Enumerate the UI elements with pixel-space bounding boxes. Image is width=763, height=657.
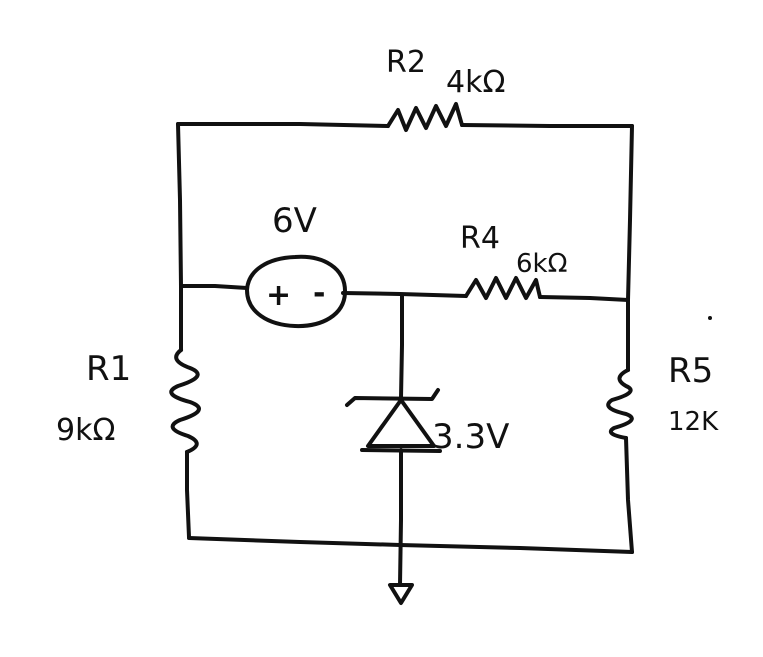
resistor-icon-r1 [169,348,201,454]
r5-value-label: 12K [668,407,719,437]
wire-mid-right [538,295,630,302]
r4-name-label: R4 [460,221,500,256]
wire-right-upper [626,124,634,372]
wire-top-left [176,122,390,128]
wire-mid-left [179,284,249,290]
wire-zener-bottom [398,448,403,587]
resistor-icon-r4 [464,276,542,300]
zener-diode-triangle [366,398,436,448]
r4-value-label: 6kΩ [516,249,567,279]
resistor-icon-r2 [386,102,464,132]
r2-value-label: 4kΩ [446,65,505,100]
voltage-source-icon [245,254,348,329]
r1-value-label: 9kΩ [56,413,115,448]
wire-left-upper [176,122,183,352]
wire-zener-top [399,293,404,400]
wire-right-lower [624,436,634,554]
resistor-icon-r5 [606,368,634,440]
r2-name-label: R2 [386,45,426,80]
zener-voltage-label: 3.3V [432,417,509,457]
r1-name-label: R1 [86,349,131,389]
wire-top-right [460,123,634,128]
source-plus-label: + [266,278,291,313]
ground-icon [388,583,414,605]
zener-diode-icon [345,388,440,407]
source-voltage-label: 6V [272,201,317,241]
r5-name-label: R5 [668,351,713,391]
stray-dot [708,316,712,320]
wire-bottom [187,536,634,554]
wire-left-lower [185,450,191,539]
source-minus-label: - [313,276,325,311]
wire-mid-center [341,291,468,298]
zener-diode-base [360,448,442,453]
